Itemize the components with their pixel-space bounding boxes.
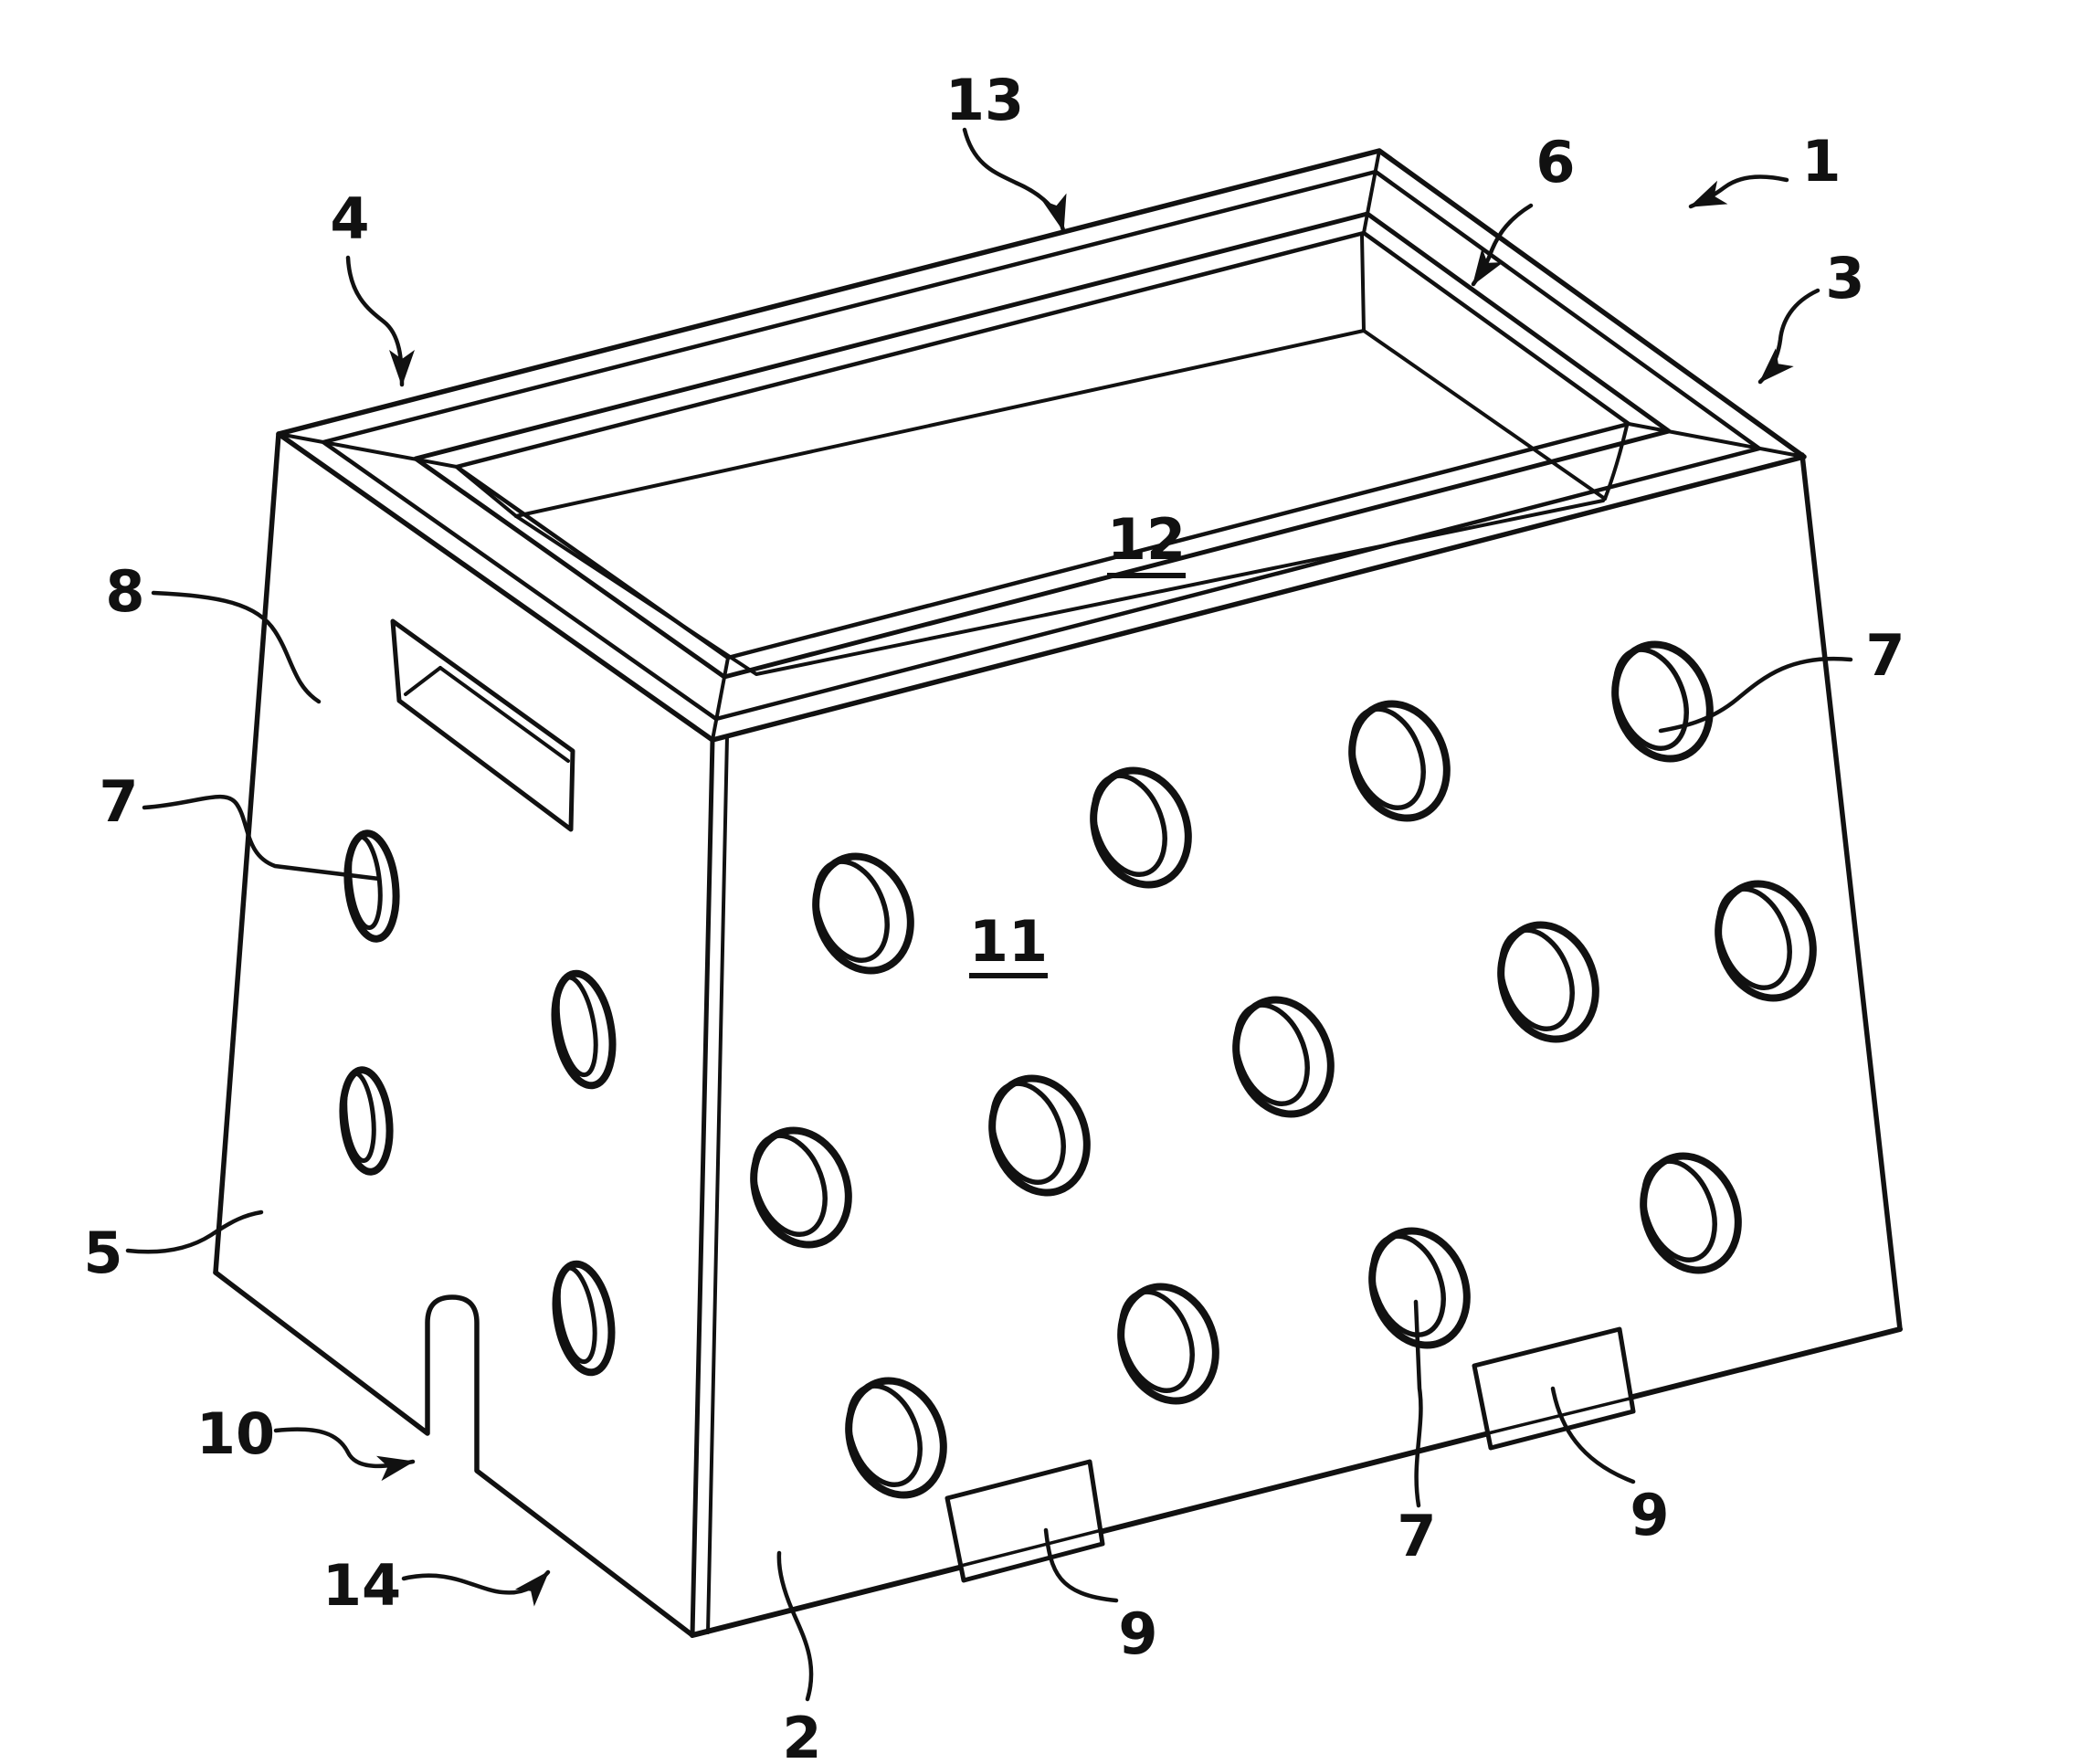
vent-hole [750,1126,852,1249]
container-body [213,148,1903,1638]
body-outline [213,431,1903,1638]
cavity-back-corner-edge [1360,233,1366,333]
ref-label-7-left: 7 [99,768,138,835]
leader-8 [151,590,322,704]
reference-numerals: 1 2 3 4 5 6 7 7 7 8 9 9 10 11 12 13 14 [83,67,1905,1764]
leader-1 [1688,174,1789,209]
rim-outer-edge [276,148,1807,743]
ref-label-9-left: 9 [1118,1600,1157,1667]
rim-corner-miter-right [1627,422,1806,459]
ref-label-9-right: 9 [1630,1482,1669,1548]
handle-slot-depth-top [438,666,570,763]
right-silhouette-edge [1799,452,1903,1332]
ref-label-10: 10 [196,1400,275,1467]
cavity-floor-front-edge [514,499,1605,676]
ref-label-7-bottom: 7 [1397,1503,1436,1569]
vent-hole [1232,996,1335,1118]
rim-corner-miter-left [277,432,459,469]
handle-slot-outline [390,618,575,832]
vent-hole [1090,766,1192,889]
leader-3 [1757,288,1820,385]
vent-hole [1640,1152,1742,1274]
ref-label-7-right: 7 [1865,622,1905,689]
ref-label-11: 11 [969,908,1048,975]
rim-corner-miter-back [1362,149,1381,235]
leader-9-left [1043,1527,1119,1603]
front-left-corner-edge [690,737,715,1638]
cavity-left-corner-edge [457,467,518,518]
ref-label-14: 14 [322,1552,401,1619]
ref-label-12: 12 [1107,506,1186,573]
vent-hole [988,1074,1091,1197]
cavity-right-corner-edge [1603,424,1629,501]
leader-9-right [1550,1386,1636,1484]
top-rim [276,148,1807,743]
cavity-right-wall-base [1362,329,1607,501]
leader-4 [345,255,415,387]
vent-hole [1715,880,1817,1002]
ref-label-8: 8 [105,558,144,625]
front-bottom-edge [690,1326,1903,1638]
vent-hole [1611,640,1714,763]
leader-10 [273,1427,416,1482]
vent-hole [339,1066,394,1176]
leader-7-bottom [1413,1299,1423,1508]
vent-hole [1368,1227,1471,1349]
inner-cavity [457,233,1629,676]
foot-tab-left [944,1459,1105,1583]
handle-slot [390,618,575,832]
ref-label-13: 13 [945,67,1024,133]
rim-corner-miter-front [711,656,730,742]
front-left-corner-edge-inner [706,734,729,1634]
vent-hole [1497,921,1599,1043]
ref-label-2: 2 [782,1705,821,1764]
left-silhouette-edge [213,431,281,1275]
vent-hole [812,852,914,975]
handle-slot-depth-left [404,666,442,696]
leader-7-left [142,794,382,882]
vent-holes-front-wall [750,640,1817,1499]
leader-7-right [1658,656,1853,734]
leader-6 [1471,203,1534,287]
vent-hole [1117,1283,1219,1405]
vent-hole [552,1260,616,1377]
ref-label-4: 4 [330,185,369,252]
leader-5 [125,1209,264,1254]
ref-label-3: 3 [1825,245,1864,312]
ref-label-1: 1 [1801,128,1841,195]
ref-label-5: 5 [83,1220,122,1286]
leader-13 [962,127,1067,233]
rim-inner-band [413,211,1672,680]
vent-hole [845,1377,947,1499]
ref-label-6: 6 [1535,129,1575,195]
leader-lines [125,127,1853,1702]
vent-holes-left-wall [339,829,617,1377]
cavity-left-wall-base [514,329,1366,518]
left-bottom-edge-with-notch [213,1270,695,1638]
vent-hole [343,829,400,943]
leader-14 [401,1569,551,1607]
leader-2 [776,1550,814,1702]
foot-tab-outline [944,1459,1105,1583]
vent-hole [1348,700,1451,822]
vent-hole [551,969,617,1090]
foot-tab-thickness [959,1529,1100,1568]
